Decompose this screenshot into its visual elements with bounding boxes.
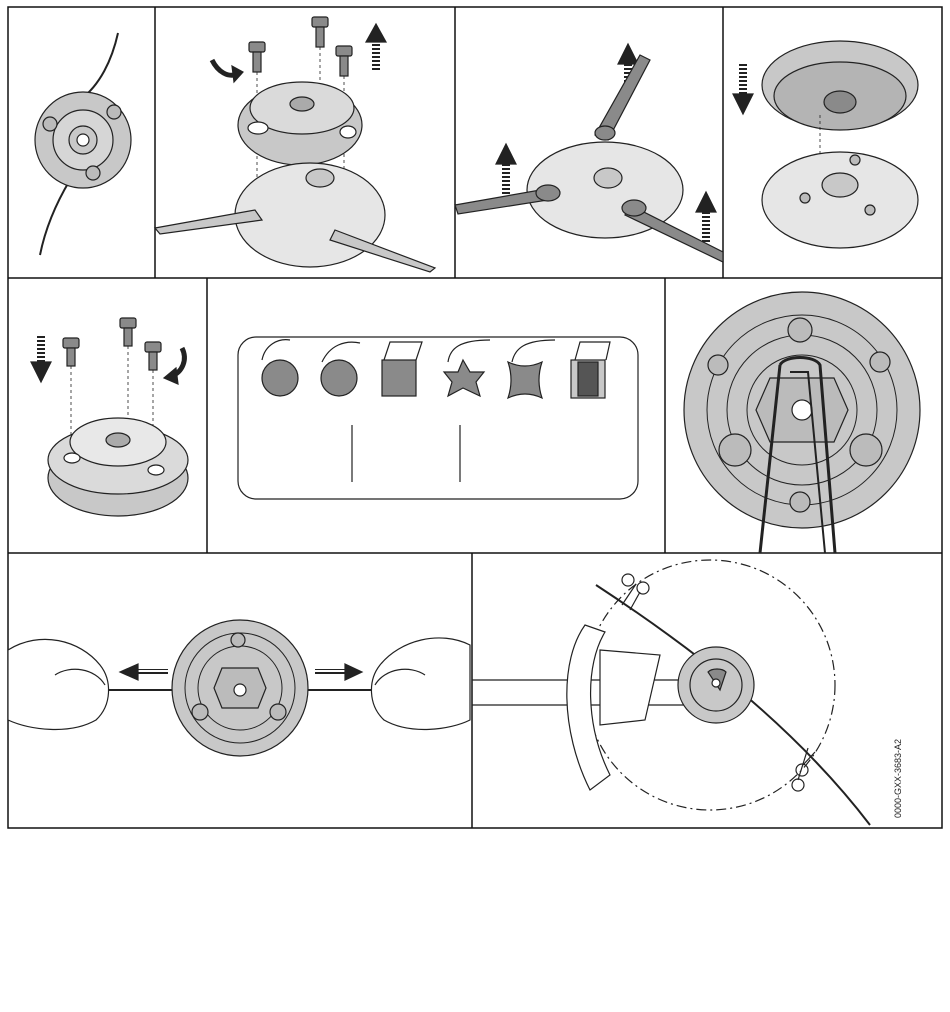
line-profile-icon <box>238 337 638 499</box>
trimmer-head-icon <box>35 33 131 255</box>
screw-removal-icon <box>155 17 435 272</box>
panel-trimmer-head-with-line <box>35 33 131 255</box>
spool-cover-icon <box>733 41 918 248</box>
wrench-icon <box>455 44 723 262</box>
panel-fit-spool-cover <box>733 41 918 248</box>
panel-pull-line-ends <box>8 620 470 756</box>
panel-remove-screws-and-cover <box>155 17 435 272</box>
scissors-icon <box>472 560 870 825</box>
reference-code: 0000-GXX-3683-A2 <box>890 802 950 818</box>
panel-line-cross-sections <box>238 337 638 499</box>
screw-insert-icon <box>31 318 188 516</box>
hands-pull-icon <box>8 620 470 756</box>
panel-remove-line-holders <box>455 44 723 262</box>
line-thread-icon <box>684 292 920 553</box>
panel-thread-line-through-hub <box>684 292 920 553</box>
panel-refit-screws <box>31 318 188 516</box>
panel-cut-line-to-length <box>472 560 870 825</box>
